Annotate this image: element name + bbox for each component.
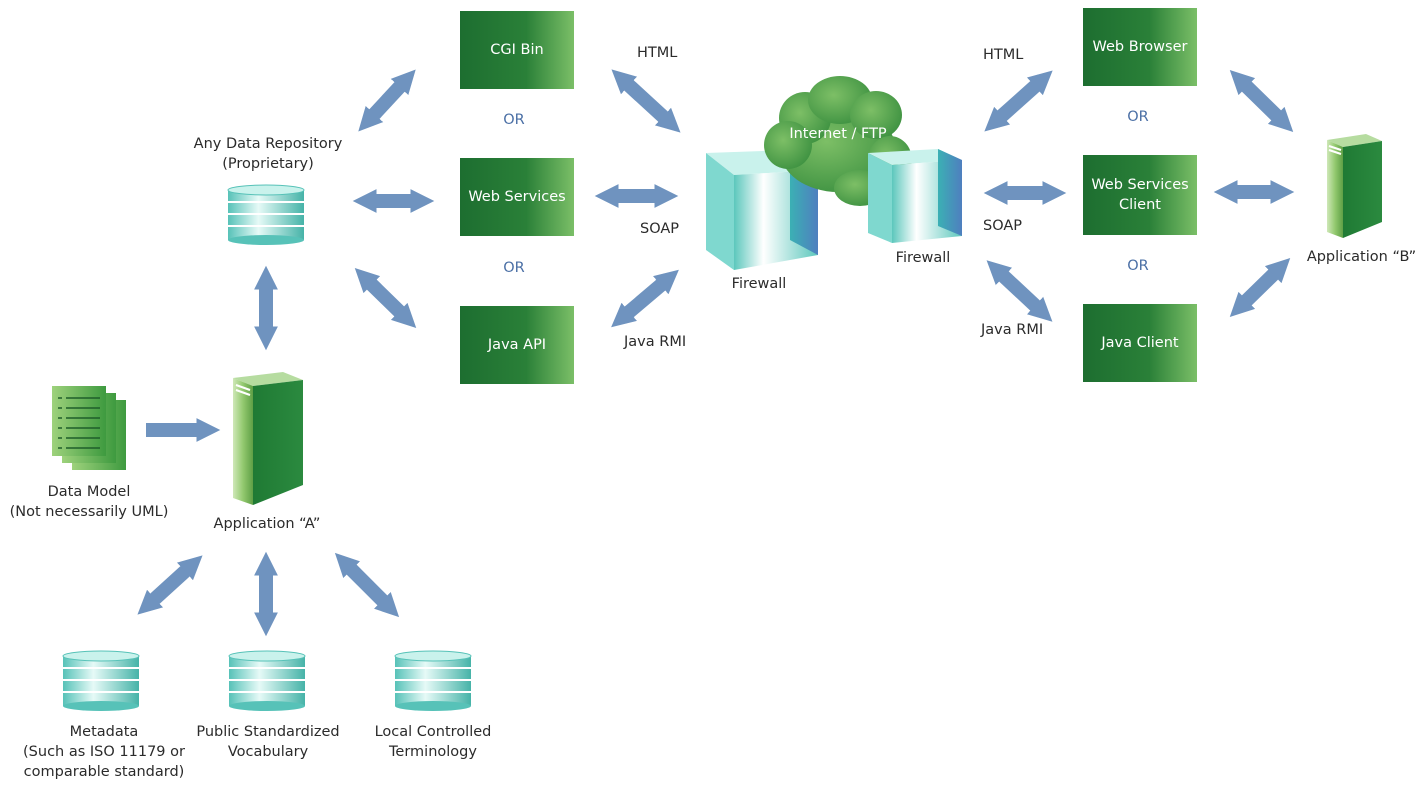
database-icon	[227, 184, 305, 245]
or-label: OR	[503, 260, 525, 276]
vocabulary-label: Public Standardized Vocabulary	[196, 724, 340, 760]
or-label: OR	[503, 112, 525, 128]
cgi-bin-box: CGI Bin	[460, 11, 574, 89]
web-browser-label: Web Browser	[1092, 39, 1188, 55]
web-services-client-box: Web Services Client	[1083, 155, 1197, 235]
repository-label: Any Data Repository (Proprietary)	[193, 136, 343, 172]
connector-arrows	[137, 69, 1295, 637]
protocol-soap-right: SOAP	[983, 218, 1023, 234]
database-icon	[228, 650, 306, 711]
terminology-label: Local Controlled Terminology	[374, 724, 492, 760]
application-b-label: Application “B”	[1306, 249, 1417, 265]
java-client-label: Java Client	[1101, 335, 1179, 351]
cgi-bin-label: CGI Bin	[490, 42, 544, 58]
server-icon	[1327, 134, 1382, 238]
web-services-client-label-1: Web Services	[1091, 177, 1189, 193]
protocol-html-right: HTML	[983, 47, 1024, 63]
web-services-box: Web Services	[460, 158, 574, 236]
java-api-box: Java API	[460, 306, 574, 384]
metadata-label: Metadata (Such as ISO 11179 or comparabl…	[23, 724, 185, 780]
web-browser-box: Web Browser	[1083, 8, 1197, 86]
application-a-label: Application “A”	[213, 516, 321, 532]
protocol-html-left: HTML	[637, 45, 678, 61]
document-stack-icon	[52, 386, 126, 470]
data-model-label: Data Model (Not necessarily UML)	[9, 484, 169, 520]
java-api-label: Java API	[487, 337, 547, 353]
firewall-label-right: Firewall	[895, 250, 951, 266]
database-icon	[394, 650, 472, 711]
internet-ftp-label: Internet / FTP	[789, 126, 887, 142]
server-icon	[233, 372, 303, 505]
or-label: OR	[1127, 258, 1149, 274]
protocol-java-rmi-left: Java RMI	[624, 334, 687, 350]
web-services-client-label-2: Client	[1119, 197, 1161, 213]
java-client-box: Java Client	[1083, 304, 1197, 382]
protocol-java-rmi-right: Java RMI	[981, 322, 1044, 338]
firewall-label-left: Firewall	[731, 276, 787, 292]
database-icon	[62, 650, 140, 711]
protocol-soap-left: SOAP	[640, 221, 680, 237]
or-label: OR	[1127, 109, 1149, 125]
firewall-icon	[868, 149, 962, 243]
web-services-label: Web Services	[468, 189, 566, 205]
